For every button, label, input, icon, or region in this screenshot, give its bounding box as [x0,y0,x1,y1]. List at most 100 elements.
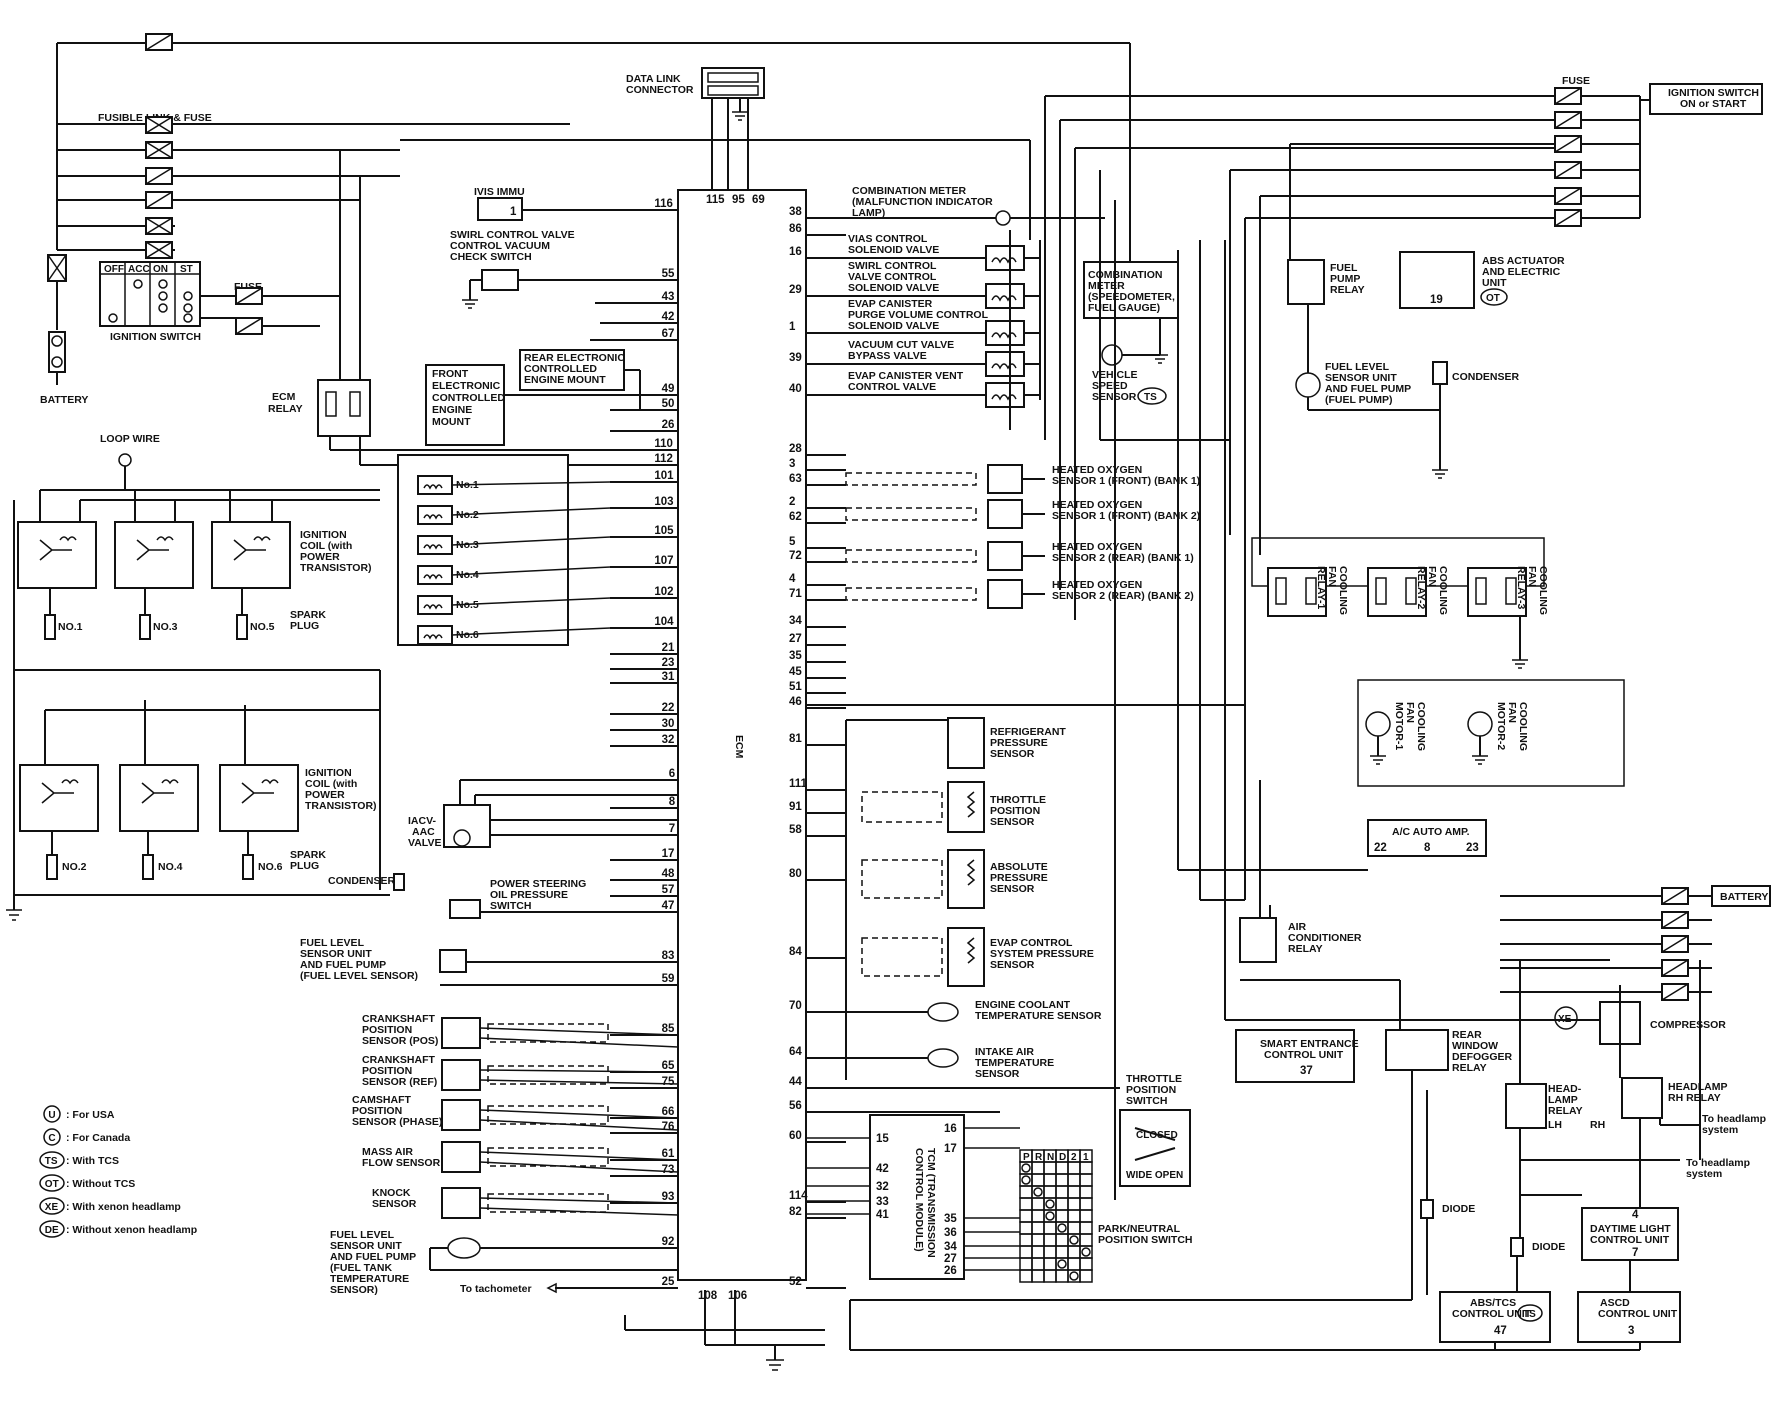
ecm-left-pin-21: 21 [662,642,675,654]
ecm-right-pin-5: 5 [789,536,796,548]
pnp-pos-N: N [1047,1152,1054,1163]
legend-sym-DE: DE [45,1225,59,1236]
ac-relay [1239,917,1277,963]
coil-bot-label-1: IGNITION [305,767,352,779]
ecm-right-pin-62: 62 [789,511,802,523]
fls-label-3: AND FUEL PUMP [300,959,386,971]
ecm-right-pin-60: 60 [789,1130,802,1142]
headlamp-rh-relay [1621,1077,1663,1119]
ecm-bottom-pin-106: 106 [728,1290,747,1302]
iacv-label-3: VALVE [408,837,441,849]
tps-label-1: THROTTLE [990,794,1046,806]
rear-mount-label-1: REAR ELECTRONIC [524,352,625,364]
smart-entrance-pin: 37 [1300,1065,1313,1077]
sensor-box-3 [441,1141,481,1173]
pnp-pos-2: 2 [1071,1152,1077,1163]
coil-top-label-2: COIL (with [300,540,352,552]
maf-label-1: MASS AIR [362,1146,413,1158]
abs-tcs-box [1439,1291,1551,1343]
right-sensor-0 [947,717,985,769]
legend-sym-OT: OT [45,1179,59,1190]
ecm-left-pin-49: 49 [662,383,675,395]
ecm-left-pin-59: 59 [662,973,675,985]
front-mount-label-3: CONTROLLED [432,392,505,404]
evap-purge-label-2: PURGE VOLUME CONTROL [848,309,989,321]
diode-2-label: DIODE [1532,1241,1565,1253]
legend-badge [39,1174,65,1192]
refrig-label-1: REFRIGERANT [990,726,1066,738]
cooling-relay-3 [1467,567,1527,617]
ascd-pin: 3 [1628,1325,1634,1337]
front-mount-label-5: MOUNT [432,416,471,428]
ignition-switch: OFF ACC ON ST [99,261,235,327]
compressor-label: COMPRESSOR [1650,1019,1726,1031]
defogger-label-4: RELAY [1452,1062,1487,1074]
diode-1 [1420,1199,1434,1219]
defogger-label-3: DEFOGGER [1452,1051,1513,1063]
legend-text-TS: : With TCS [66,1155,119,1167]
ecm-left-pin-43: 43 [662,291,675,303]
ecm-right-pin-81: 81 [789,733,802,745]
ascd-label-1: ASCD [1600,1297,1630,1309]
ecm-right-pin-35: 35 [789,650,802,662]
ho2s-box-4 [987,579,1023,609]
ecm-left-pin-107: 107 [654,555,673,567]
ecm-left-pin-26: 26 [662,419,675,431]
cooling-relay-3-label-3: RELAY-3 [1515,566,1527,610]
ac-relay-label-2: CONDITIONER [1288,932,1362,944]
vias-label-2: SOLENOID VALVE [848,244,939,256]
hl-lh-label-1: HEAD- [1548,1083,1582,1095]
injector-3-label: No.3 [456,539,479,551]
vac-cut-label-2: BYPASS VALVE [848,350,927,362]
fuel-pump [1295,304,1448,479]
tcm-left-pin-42: 42 [876,1163,889,1175]
legend-sym-TS: TS [45,1156,58,1167]
ac-pin-22: 22 [1374,842,1387,854]
ignition-coils-bottom [19,764,299,880]
ho2s-box-1 [987,464,1023,494]
ign-on-start-box [1649,83,1763,115]
to-hl-1-a: To headlamp [1702,1113,1766,1125]
crank-ref-label-2: POSITION [362,1065,412,1077]
headlamp-lh-relay [1505,1083,1547,1129]
knock-label-1: KNOCK [372,1187,411,1199]
maf-label-2: FLOW SENSOR [362,1157,441,1169]
ecm-left-pin-73: 73 [662,1164,675,1176]
ecm-left-pin-110: 110 [654,438,673,450]
fls-label-2: SENSOR UNIT [300,948,372,960]
ecm-left-pin-65: 65 [662,1060,675,1072]
ecm-ground [624,1290,825,1371]
vias-label-1: VIAS CONTROL [848,233,928,245]
ign-on-start-2: ON or START [1680,98,1747,110]
evap-purge-label-1: EVAP CANISTER [848,298,933,310]
daytime-label-1: DAYTIME LIGHT [1590,1223,1671,1235]
ecm-left-pin-85: 85 [662,1023,675,1035]
legend-sym-XE: XE [45,1202,59,1213]
ecm-left-pin-31: 31 [662,671,675,683]
ftt-label-6: SENSOR) [330,1284,378,1296]
legend-badge [39,1151,65,1169]
ecm-right-pin-82: 82 [789,1206,802,1218]
legend-text-C: : For Canada [66,1132,130,1144]
ecm-right-pin-71: 71 [789,588,802,600]
fan-motor-1-label-3: MOTOR-1 [1393,702,1405,750]
ecm-right-pin-39: 39 [789,352,802,364]
crank-ref-label-1: CRANKSHAFT [362,1054,435,1066]
ecm-left-pin-83: 83 [662,950,675,962]
refrig-label-3: SENSOR [990,748,1035,760]
ecm-left-pin-102: 102 [654,586,673,598]
hl-rh-label-1: HEADLAMP [1668,1081,1728,1093]
rear-mount-label-3: ENGINE MOUNT [524,374,606,386]
fan-motor-2 [1467,711,1493,737]
tcm-right-pin-17: 17 [944,1143,957,1155]
tcm-label-1: TCM (TRANSMISSION [925,1148,937,1258]
ecm-box [677,189,807,1281]
spark-plug-top-1: SPARK [290,609,326,621]
ecm-bottom-pin-108: 108 [698,1290,718,1302]
diode-2 [1510,1237,1524,1257]
injector-4-label: No.4 [456,569,479,581]
